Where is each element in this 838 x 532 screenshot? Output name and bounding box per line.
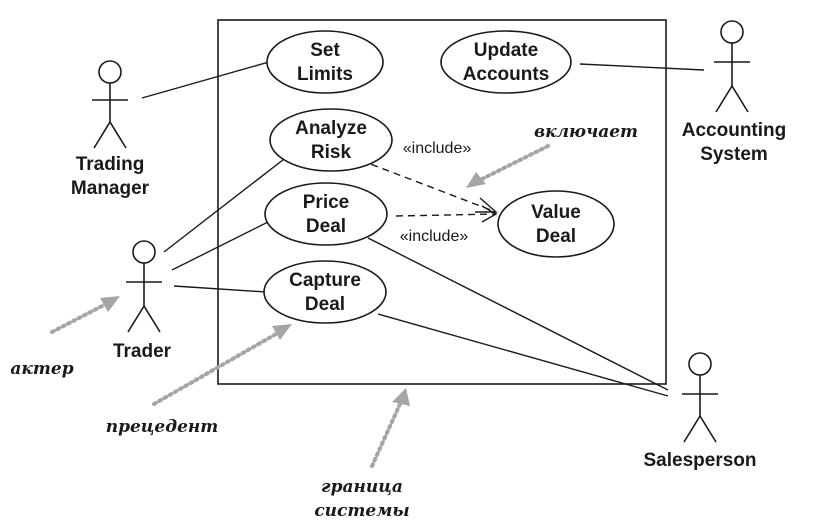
- use-case-update-accounts: Update Accounts: [440, 30, 572, 94]
- include-arrowhead-1: [475, 197, 498, 213]
- use-case-set-limits-line-2: Limits: [297, 64, 353, 85]
- association-trading-manager-set-limits: [141, 59, 277, 99]
- actor-trading-manager: Trading Manager: [71, 60, 150, 199]
- association-trader-analyze-risk: [163, 155, 289, 253]
- use-case-analyze-risk-line-2: Risk: [311, 142, 352, 163]
- use-case-price-deal: Price Deal: [264, 182, 388, 246]
- actor-trading-manager-line-1: Trading: [76, 154, 145, 175]
- annotation-arrow-use-case: [152, 324, 292, 406]
- annotation-use-case: прецедент: [106, 417, 219, 437]
- annotation-arrow-actor: [50, 296, 120, 334]
- use-case-value-deal: Value Deal: [497, 190, 615, 258]
- use-case-update-accounts-line-1: Update: [474, 40, 538, 61]
- annotation-system-boundary-line-2: системы: [314, 501, 409, 521]
- use-case-capture-deal-line-1: Capture: [289, 270, 361, 291]
- actor-salesperson: Salesperson: [644, 352, 757, 471]
- include-dependency-price-deal: [395, 213, 497, 217]
- include-arrowhead-2: [481, 205, 498, 223]
- use-case-set-limits-line-1: Set: [310, 40, 340, 61]
- association-capture-deal-salesperson: [377, 313, 669, 397]
- association-trader-capture-deal: [173, 285, 267, 293]
- use-case-price-deal-line-2: Deal: [306, 216, 346, 237]
- actor-salesperson-label: Salesperson: [644, 450, 757, 471]
- actor-accounting-system-line-2: System: [700, 144, 768, 165]
- use-case-analyze-risk: Analyze Risk: [269, 108, 393, 172]
- annotation-actor: актер: [10, 359, 73, 379]
- use-case-update-accounts-line-2: Accounts: [463, 64, 550, 85]
- actor-accounting-system: Accounting System: [682, 20, 787, 165]
- stick-figure-icon: [92, 60, 128, 149]
- include-stereotype-2: «include»: [400, 228, 469, 245]
- annotation-arrow-system-boundary: [370, 388, 410, 468]
- include-dependency-analyze-risk: [359, 159, 497, 213]
- actor-accounting-system-line-1: Accounting: [682, 120, 787, 141]
- association-price-deal-salesperson: [367, 237, 669, 391]
- use-case-analyze-risk-line-1: Analyze: [295, 118, 367, 139]
- annotation-arrow-includes: [466, 144, 550, 188]
- system-boundary: [217, 19, 667, 385]
- actor-trader-label: Trader: [113, 341, 172, 362]
- use-case-price-deal-line-1: Price: [303, 192, 349, 213]
- association-trader-price-deal: [171, 221, 269, 271]
- annotation-system-boundary-line-1: граница: [321, 477, 403, 497]
- use-case-capture-deal-line-2: Deal: [305, 294, 345, 315]
- actor-trading-manager-line-2: Manager: [71, 178, 150, 199]
- include-stereotype-1: «include»: [403, 140, 472, 157]
- annotation-includes: включает: [534, 122, 638, 142]
- actor-trader: Trader: [113, 240, 172, 362]
- use-case-capture-deal: Capture Deal: [263, 260, 387, 324]
- use-case-value-deal-line-2: Deal: [536, 226, 576, 247]
- stick-figure-icon: [126, 240, 162, 333]
- stick-figure-icon: [714, 20, 750, 113]
- association-update-accounts-accounting-system: [579, 63, 705, 71]
- use-case-value-deal-line-1: Value: [531, 202, 581, 223]
- stick-figure-icon: [682, 352, 718, 443]
- use-case-set-limits: Set Limits: [266, 30, 384, 94]
